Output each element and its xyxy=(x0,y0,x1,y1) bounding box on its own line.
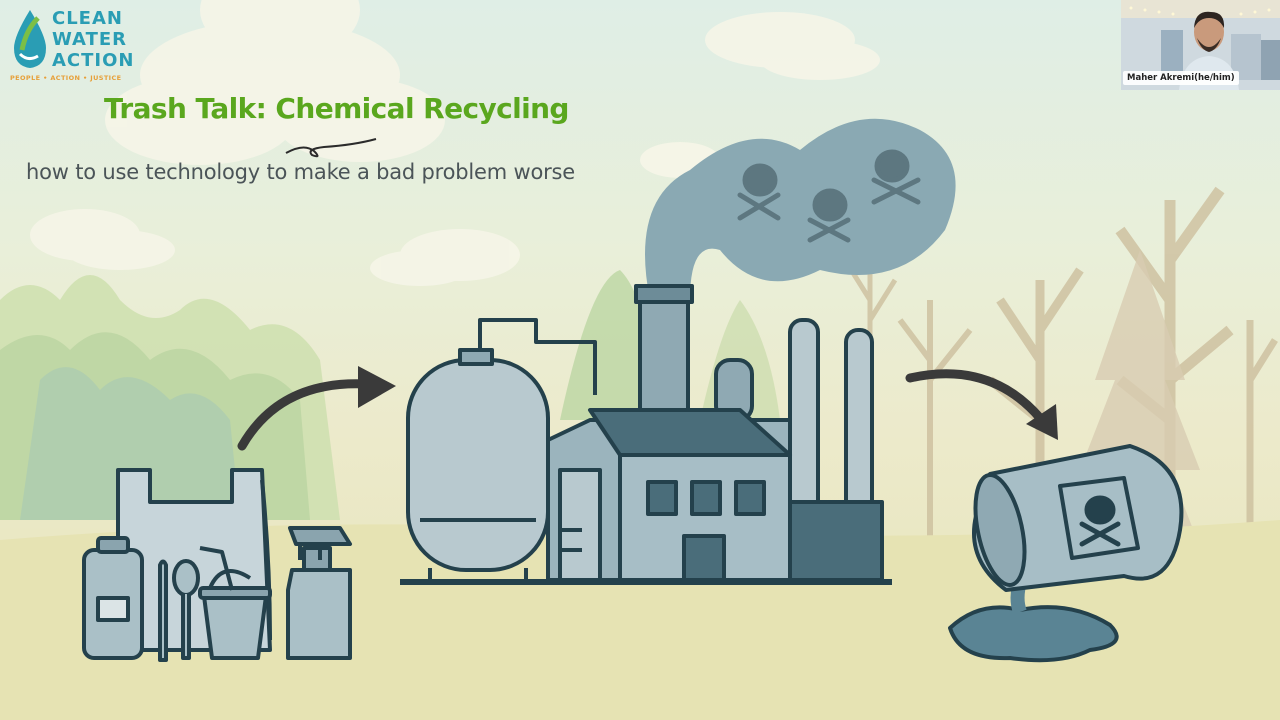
spoon-icon xyxy=(172,559,200,597)
arrow-to-barrel xyxy=(905,369,1058,440)
toxic-barrel-icon xyxy=(948,444,1184,663)
knife-icon xyxy=(158,559,168,662)
chemical-recycling-plant-icon xyxy=(400,284,892,585)
decorative-swirl-icon xyxy=(285,138,377,158)
slide-title: Trash Talk: Chemical Recycling xyxy=(104,92,569,125)
logo-tagline: PEOPLE • ACTION • JUSTICE xyxy=(10,74,122,82)
logo-line-2: WATER xyxy=(52,29,128,50)
skull-icon xyxy=(737,149,921,243)
participant-name-label: Maher Akremi(he/him) xyxy=(1123,71,1239,85)
plastic-waste-group xyxy=(82,468,352,662)
spray-bottle-icon xyxy=(286,568,352,660)
water-drop-icon xyxy=(14,10,46,68)
arrow-to-factory xyxy=(237,366,396,451)
slide-subtitle: how to use technology to make a bad prob… xyxy=(26,160,576,184)
cup-icon xyxy=(202,594,268,660)
logo-wordmark: CLEAN WATER ACTION xyxy=(52,8,134,71)
toxic-smoke xyxy=(645,118,956,300)
background-clouds xyxy=(30,0,880,286)
logo-line-1: CLEAN xyxy=(52,8,123,29)
clean-water-action-logo: CLEAN WATER ACTION PEOPLE • ACTION • JUS… xyxy=(8,6,138,86)
logo-line-3: ACTION xyxy=(52,50,135,71)
